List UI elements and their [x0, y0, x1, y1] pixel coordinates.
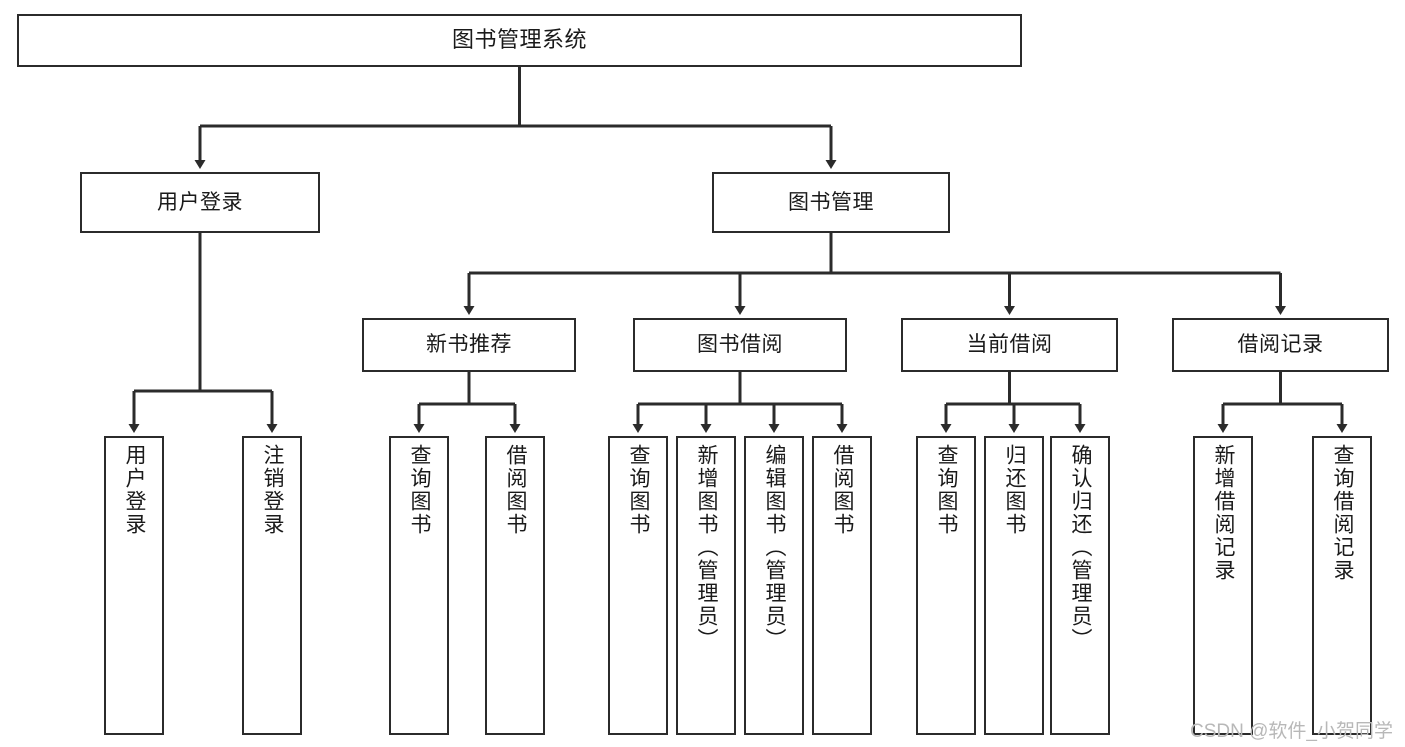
- node-label: 图书管理: [788, 190, 874, 214]
- node-leaf-query-book-b[interactable]: 查询图书: [608, 436, 668, 735]
- node-label: 借阅图书: [831, 444, 855, 536]
- node-borrow-record[interactable]: 借阅记录: [1172, 318, 1389, 372]
- node-label: 图书借阅: [697, 333, 783, 357]
- node-new-book-rec[interactable]: 新书推荐: [362, 318, 576, 372]
- node-label: 查询图书: [935, 444, 959, 536]
- node-label: 用户登录: [123, 444, 147, 536]
- node-label: 确认归还（管理员）: [1069, 444, 1093, 651]
- node-label: 借阅记录: [1237, 333, 1324, 357]
- node-book-borrow[interactable]: 图书借阅: [633, 318, 847, 372]
- node-user-login[interactable]: 用户登录: [80, 172, 320, 233]
- node-label: 归还图书: [1003, 444, 1027, 536]
- node-book-manage[interactable]: 图书管理: [712, 172, 950, 233]
- node-label: 当前借阅: [966, 333, 1053, 357]
- node-label: 注销登录: [261, 444, 285, 536]
- node-label: 查询借阅记录: [1331, 444, 1355, 582]
- node-leaf-query-book-c[interactable]: 查询图书: [916, 436, 976, 735]
- node-label: 借阅图书: [504, 444, 528, 536]
- node-leaf-logout[interactable]: 注销登录: [242, 436, 302, 735]
- csdn-watermark: CSDN @软件_小贺同学: [1190, 721, 1393, 742]
- node-label: 查询图书: [627, 444, 651, 536]
- node-leaf-return-book[interactable]: 归还图书: [984, 436, 1044, 735]
- node-label: 新增借阅记录: [1212, 444, 1236, 582]
- node-leaf-query-record[interactable]: 查询借阅记录: [1312, 436, 1372, 735]
- node-leaf-confirm-return[interactable]: 确认归还（管理员）: [1050, 436, 1110, 735]
- node-leaf-borrow-book-rec[interactable]: 借阅图书: [485, 436, 545, 735]
- node-label: 新增图书（管理员）: [695, 444, 719, 651]
- node-leaf-add-book[interactable]: 新增图书（管理员）: [676, 436, 736, 735]
- node-leaf-borrow-book-b[interactable]: 借阅图书: [812, 436, 872, 735]
- node-leaf-user-login[interactable]: 用户登录: [104, 436, 164, 735]
- node-label: 查询图书: [408, 444, 432, 536]
- node-leaf-add-record[interactable]: 新增借阅记录: [1193, 436, 1253, 735]
- node-label: 图书管理系统: [451, 27, 587, 53]
- node-label: 新书推荐: [426, 333, 512, 357]
- node-leaf-query-book-rec[interactable]: 查询图书: [389, 436, 449, 735]
- node-label: 用户登录: [157, 190, 243, 214]
- node-leaf-edit-book[interactable]: 编辑图书（管理员）: [744, 436, 804, 735]
- node-current-borrow[interactable]: 当前借阅: [901, 318, 1118, 372]
- node-label: 编辑图书（管理员）: [763, 444, 787, 651]
- node-root[interactable]: 图书管理系统: [17, 14, 1022, 67]
